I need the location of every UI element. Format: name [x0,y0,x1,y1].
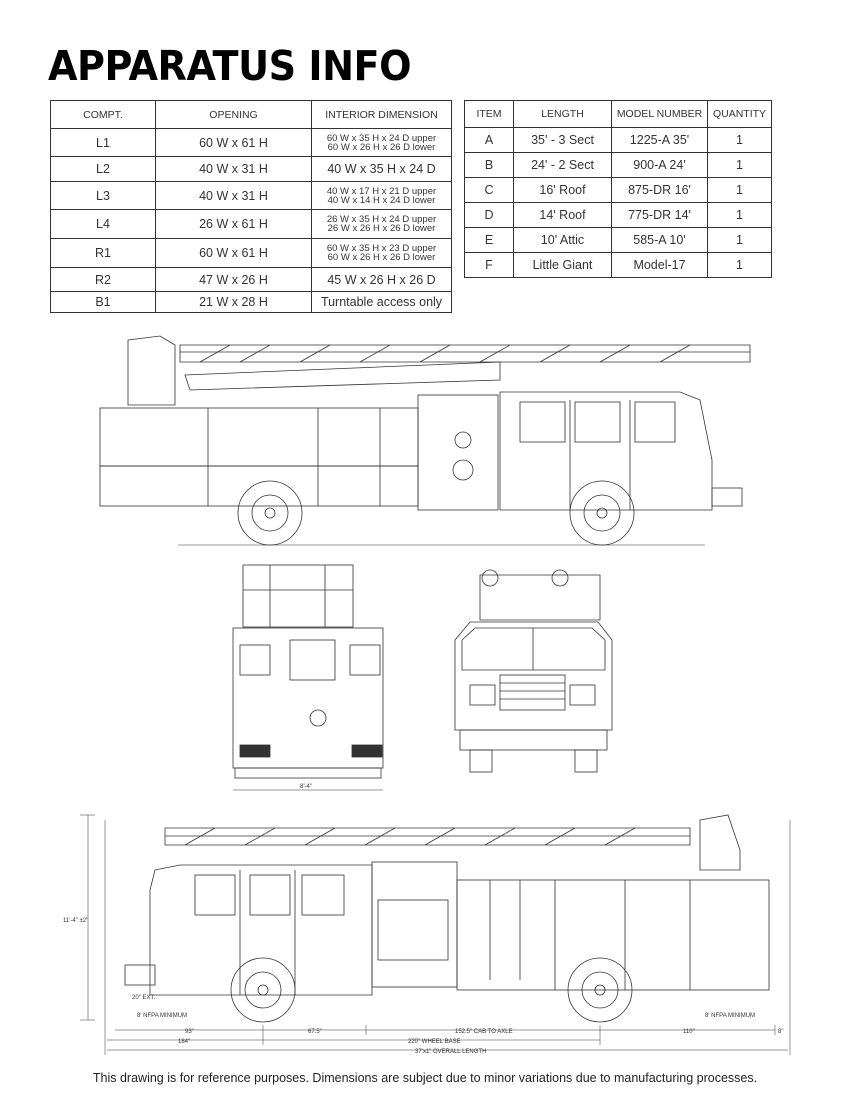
dim-nfpa-rear: 8' NFPA MINIMUM [705,1013,755,1019]
interior-line: 45 W x 26 H x 26 D [327,272,436,287]
interior-line: Turntable access only [320,295,443,309]
item-cell: B [464,152,514,178]
col-header: MODEL NUMBER [611,100,708,128]
length-cell: Little Giant [513,252,612,278]
opening-cell: 40 W x 31 H [155,181,312,210]
disclaimer-footer: This drawing is for reference purposes. … [92,1071,758,1085]
col-header: INTERIOR DIMENSION [311,100,452,129]
opening-cell: 60 W x 61 H [155,128,312,157]
interior-line: 60 W x 26 H x 26 D lower [327,141,436,153]
item-cell: F [464,252,514,278]
interior-line: 26 W x 26 H x 26 D lower [327,223,436,234]
interior-line: 60 W x 35 H x 24 D upper [326,132,437,144]
front-view-drawing [454,569,613,773]
compt-cell: B1 [50,291,156,313]
dim-cab-to-axle: 152.5" CAB TO AXLE [455,1029,513,1035]
opening-cell: 21 W x 28 H [155,291,312,313]
dim-bumper: 20" EXT. [132,995,155,1001]
interior-line: 60 W x 26 H x 26 D lower [327,252,436,263]
interior-line: 26 W x 35 H x 24 D upper [326,214,437,225]
compt-cell: L3 [50,181,156,210]
interior-cell: 40 W x 35 H x 24 D [311,156,452,182]
dim-rear-ext: 8" [778,1029,783,1035]
dim-width: 8'-4" [300,784,312,790]
length-cell: 16' Roof [513,177,612,203]
col-header: QUANTITY [707,100,772,128]
side-view-drawing [99,335,751,546]
qty-cell: 1 [707,227,772,253]
interior-line: 40 W x 17 H x 21 D upper [326,185,437,197]
dim-front-to-axle: 184" [178,1039,190,1045]
compt-cell: L4 [50,209,156,239]
side-view-dimensioned-drawing [80,814,791,1055]
col-header: COMPT. [50,100,156,129]
item-cell: C [464,177,514,203]
compt-cell: R2 [50,267,156,292]
item-cell: E [464,227,514,253]
dim-front-overhang: 93" [185,1029,194,1035]
opening-cell: 47 W x 26 H [155,267,312,292]
opening-cell: 26 W x 61 H [155,209,312,239]
interior-line: 40 W x 35 H x 24 D [327,162,436,176]
dim-cab: 67.5" [308,1029,322,1035]
page-title: APPARATUS INFO [48,42,412,90]
col-header: ITEM [464,100,514,128]
interior-cell: 45 W x 26 H x 26 D [311,267,452,292]
opening-cell: 60 W x 61 H [155,238,312,268]
rear-view-drawing: 8'-4" [232,564,384,791]
item-cell: D [464,202,514,228]
dim-rear-overhang: 110" [683,1029,695,1035]
interior-line: 40 W x 14 H x 24 D lower [327,194,436,206]
qty-cell: 1 [707,252,772,278]
interior-line: 60 W x 35 H x 23 D upper [326,243,437,254]
dim-height: 11'-4" ±2" [63,918,88,924]
dim-nfpa-front: 8' NFPA MINIMUM [137,1013,187,1019]
dim-overall: 37'x1" OVERALL LENGTH [415,1049,486,1055]
interior-cell: Turntable access only [311,291,452,313]
model-cell: 775-DR 14' [611,202,708,228]
dim-wheelbase: 220" WHEEL BASE [408,1039,461,1045]
